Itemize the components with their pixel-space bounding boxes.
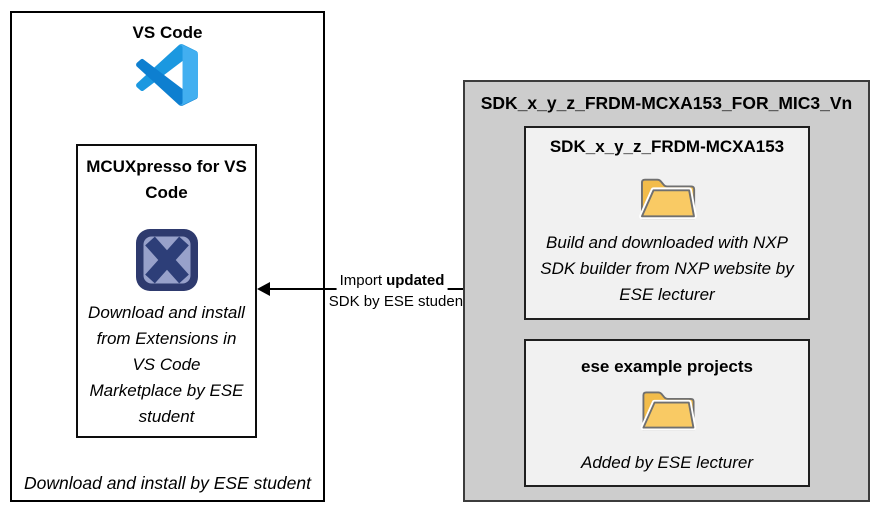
mcuxpresso-box-title: MCUXpresso for VS Code bbox=[86, 157, 247, 202]
vscode-icon bbox=[136, 44, 199, 106]
vscode-box: VS Code MCUXpresso for VS Code Download … bbox=[10, 11, 325, 502]
mcuxpresso-box: MCUXpresso for VS Code Download and inst… bbox=[76, 144, 257, 438]
examples-folder-box: ese example projects Added by ESE lectur… bbox=[524, 339, 810, 487]
mcuxpresso-description: Download and install from Extensions in … bbox=[88, 303, 245, 426]
import-arrow-head-icon bbox=[257, 282, 270, 296]
sdk-package-box: SDK_x_y_z_FRDM-MCXA153_FOR_MIC3_Vn SDK_x… bbox=[463, 80, 870, 502]
sdk-folder-box: SDK_x_y_z_FRDM-MCXA153 Build and downloa… bbox=[524, 126, 810, 320]
examples-folder-description: Added by ESE lecturer bbox=[581, 453, 753, 472]
sdk-folder-title: SDK_x_y_z_FRDM-MCXA153 bbox=[549, 137, 785, 156]
open-folder-icon bbox=[639, 178, 697, 220]
sdk-folder-description: Build and downloaded with NXP SDK builde… bbox=[540, 233, 794, 304]
open-folder-icon bbox=[640, 391, 696, 431]
examples-folder-title: ese example projects bbox=[581, 357, 753, 376]
vscode-box-footer: Download and install by ESE student bbox=[24, 473, 311, 493]
import-arrow-label-bold: updated bbox=[386, 272, 445, 289]
sdk-package-title: SDK_x_y_z_FRDM-MCXA153_FOR_MIC3_Vn bbox=[480, 93, 853, 113]
import-arrow-label-line2: SDK by ESE student bbox=[325, 292, 471, 312]
import-arrow-label-prefix: Import bbox=[339, 272, 383, 289]
mcuxpresso-icon bbox=[135, 229, 198, 291]
vscode-box-title: VS Code bbox=[132, 23, 203, 42]
